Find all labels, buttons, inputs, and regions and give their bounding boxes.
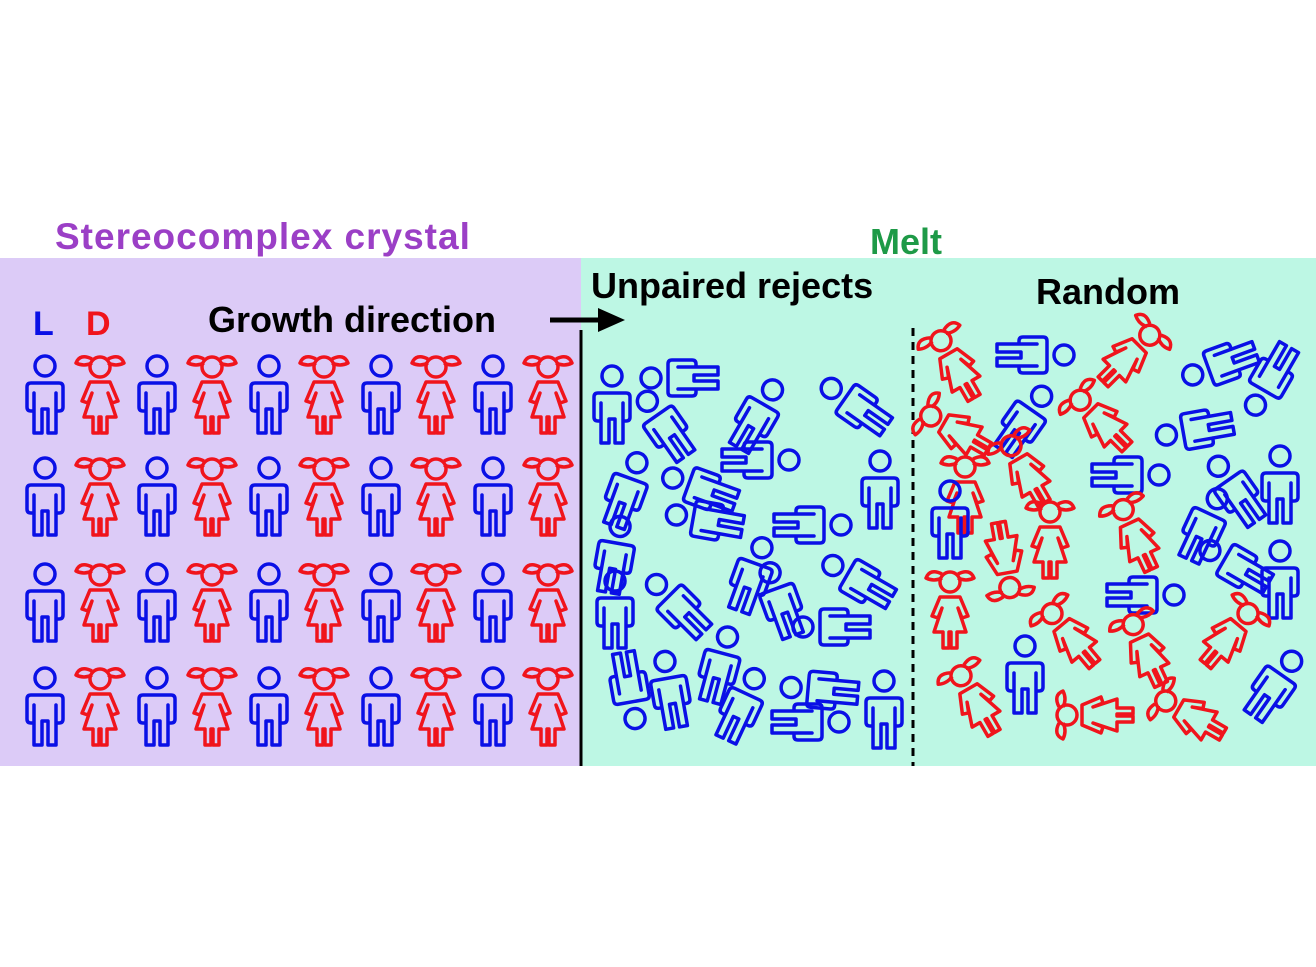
crystal-title: Stereocomplex crystal bbox=[55, 216, 471, 257]
legend-L: L bbox=[33, 305, 54, 343]
growth-direction-label: Growth direction bbox=[208, 299, 496, 340]
random-label: Random bbox=[1036, 271, 1180, 312]
legend-D: D bbox=[86, 305, 111, 343]
unpaired-rejects-label: Unpaired rejects bbox=[591, 265, 874, 306]
growth-arrow bbox=[550, 308, 625, 332]
melt-title: Melt bbox=[870, 221, 942, 262]
